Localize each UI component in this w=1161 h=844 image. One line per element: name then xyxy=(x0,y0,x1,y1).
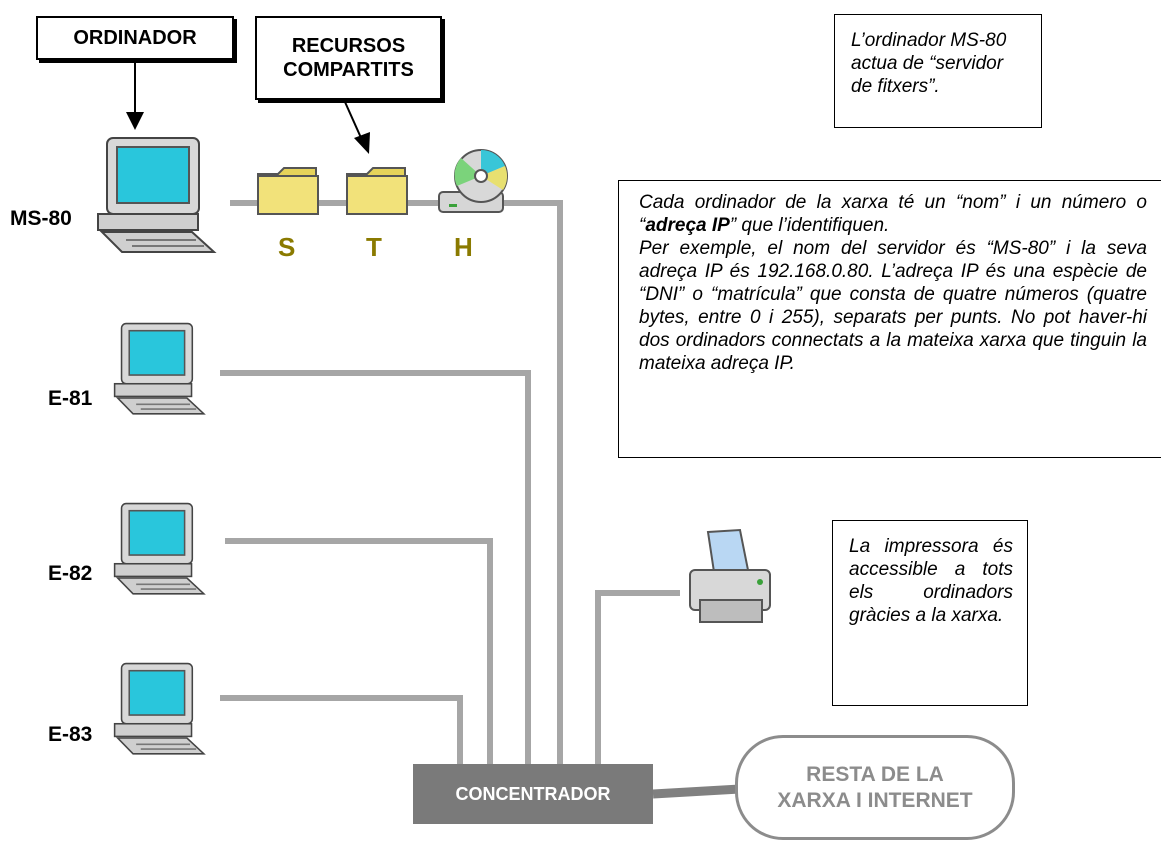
printer-note: La impressora és accessible a tots els o… xyxy=(832,520,1028,706)
arrow-recursos xyxy=(344,101,363,141)
hub-concentrador: CONCENTRADOR xyxy=(413,764,653,824)
computer-e81-icon xyxy=(110,322,210,422)
computer-e81-name: E-81 xyxy=(48,387,93,410)
recursos-label-box: RECURSOS COMPARTITS xyxy=(255,16,442,100)
computer-ms80-icon xyxy=(92,136,222,261)
ip-note-bold: adreça IP xyxy=(645,215,730,236)
recursos-label-line1: RECURSOS xyxy=(291,35,406,57)
cd-drive-h-icon xyxy=(435,148,515,223)
internet-label-line2: XARXA I INTERNET xyxy=(777,788,973,812)
computer-e83-icon xyxy=(110,662,210,762)
wire-e81 xyxy=(220,370,531,764)
ip-note-text-2: ” que l’identifiquen. xyxy=(729,215,890,236)
recursos-label-line2: COMPARTITS xyxy=(283,59,414,81)
wire-internet xyxy=(652,784,741,799)
printer-note-text: La impressora és accessible a tots els o… xyxy=(849,536,1013,626)
ip-address-note: Cada ordinador de la xarxa té un “nom” i… xyxy=(618,180,1161,458)
wire-e83 xyxy=(220,695,463,764)
printer-icon xyxy=(684,528,776,631)
drive-letter-s: S xyxy=(278,232,296,262)
wire-e82 xyxy=(225,538,493,764)
internet-node: RESTA DE LA XARXA I INTERNET xyxy=(735,735,1015,840)
computer-ms80-name: MS-80 xyxy=(10,207,72,230)
arrow-recursos-head xyxy=(354,132,370,154)
arrow-ordinador-head xyxy=(126,112,144,130)
drive-letter-t: T xyxy=(366,232,382,262)
folder-s-icon xyxy=(254,164,324,221)
internet-label-line1: RESTA DE LA xyxy=(806,762,944,786)
wire-ms80 xyxy=(230,200,563,764)
folder-t-icon xyxy=(343,164,413,221)
ip-note-text-3: Per exemple, el nom del servidor és “MS-… xyxy=(639,238,1147,374)
computer-e83-name: E-83 xyxy=(48,723,93,746)
drive-letter-h: H xyxy=(454,232,473,262)
server-note-text: L’ordinador MS-80 actua de “servidor de … xyxy=(851,30,1007,97)
computer-e82-name: E-82 xyxy=(48,562,93,585)
server-note: L’ordinador MS-80 actua de “servidor de … xyxy=(834,14,1042,128)
computer-e82-icon xyxy=(110,502,210,602)
ordinador-label: ORDINADOR xyxy=(73,27,197,49)
hub-label: CONCENTRADOR xyxy=(455,783,611,804)
ordinador-label-box: ORDINADOR xyxy=(36,16,234,60)
wire-printer xyxy=(595,590,680,764)
ip-note-text-1: Cada ordinador de la xarxa té un “nom” i… xyxy=(639,192,1147,236)
